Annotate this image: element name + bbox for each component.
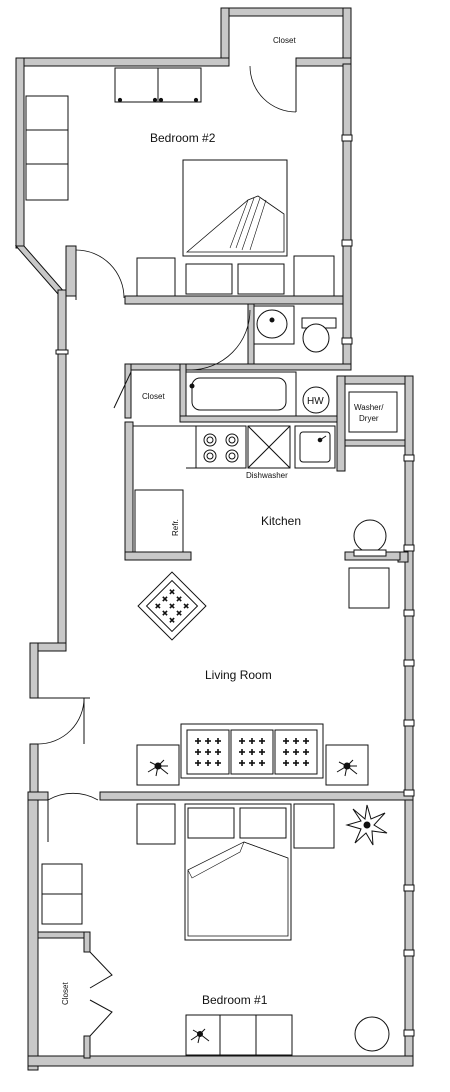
label-closet-hall: Closet <box>142 392 165 401</box>
wall-b2-door-jamb <box>65 245 77 297</box>
door-closet-b1-lower <box>89 999 113 1037</box>
kitchen-cabinet <box>348 567 390 609</box>
pillow-bedroom1-left <box>187 807 235 839</box>
room-label-kitchen: Kitchen <box>261 514 301 528</box>
washer-dryer <box>348 391 398 433</box>
plant-icon <box>336 759 358 777</box>
wall-bath-bottom <box>124 363 352 371</box>
wall-bath-left <box>247 303 255 365</box>
room-label-bedroom1: Bedroom #1 <box>202 993 268 1007</box>
doors <box>37 65 297 1037</box>
wall-west-lower <box>29 743 39 795</box>
furniture <box>25 67 398 1056</box>
water-heater <box>302 386 330 414</box>
wall-closet-b1-jamb1 <box>83 931 91 953</box>
door-bath <box>189 309 251 371</box>
wall-bedroom2-top <box>15 57 230 67</box>
dresser-bedroom1 <box>185 1014 293 1056</box>
nightstand-bedroom1-left <box>136 803 176 845</box>
label-dishwasher: Dishwasher <box>246 471 288 480</box>
toilet-bowl <box>302 323 330 353</box>
dresser-bedroom2-side <box>25 95 69 201</box>
label-water-heater: HW <box>307 396 324 407</box>
plant-icon <box>147 759 169 777</box>
plant-icons <box>147 759 388 1044</box>
wall-bedroom1-top-left <box>27 791 49 801</box>
wall-closet-b1-top <box>37 931 89 939</box>
nightstand-bedroom2-right <box>293 255 335 297</box>
wall-bedroom2-angle <box>14 245 68 295</box>
wall-wd-bottom <box>344 439 406 447</box>
room-label-bedroom2: Bedroom #2 <box>150 131 216 145</box>
wall-south <box>27 1055 414 1067</box>
bedroom1-chair <box>354 1016 390 1052</box>
pillow-bedroom1-right <box>239 807 287 839</box>
kitchen-stool <box>353 519 387 553</box>
large-plant-icon <box>345 804 388 846</box>
wall-bedroom2-left <box>15 57 25 249</box>
door-closet-b1-upper <box>89 951 113 989</box>
label-washer-dryer-2: Dryer <box>359 414 379 423</box>
wall-wd-left <box>336 375 346 472</box>
nightstand-bedroom2-left <box>136 257 176 297</box>
pillow-bedroom2-left <box>185 263 233 295</box>
wall-kitchen-top <box>179 415 338 423</box>
door-hall-closet <box>113 371 132 409</box>
wall-kitchen-bottom <box>124 551 192 561</box>
wall-closet-b1-jamb2 <box>83 1035 91 1059</box>
wall-closet-right <box>342 7 352 65</box>
wall-west-long <box>57 289 67 646</box>
windows <box>55 134 415 1037</box>
wall-tub-left <box>179 363 187 419</box>
wall-closet-top <box>220 7 352 17</box>
label-closet-top: Closet <box>273 36 296 45</box>
stove <box>195 425 247 469</box>
wall-closet-left <box>220 7 230 67</box>
wall-bedroom1-left <box>27 791 39 1071</box>
refrigerator <box>134 489 184 553</box>
wall-closet-front <box>295 57 352 67</box>
wall-jog-left <box>29 642 39 699</box>
wall-kitchen-left <box>124 421 134 561</box>
side-table-right <box>325 744 369 786</box>
walls <box>14 7 414 1071</box>
pillow-bedroom2-right <box>237 263 285 295</box>
label-washer-dryer-1: Washer/ <box>354 403 384 412</box>
wall-wd-top <box>342 375 414 385</box>
wall-bedroom1-top <box>99 791 414 801</box>
label-closet-bedroom1: Closet <box>61 982 70 1005</box>
label-refrigerator: Refr. <box>171 519 180 536</box>
nightstand-bedroom1-right <box>293 803 335 849</box>
wall-east-upper <box>342 63 352 365</box>
plant-icon <box>190 1028 210 1044</box>
wall-bedroom2-bottom <box>124 295 344 305</box>
room-label-living-room: Living Room <box>205 668 272 682</box>
wall-hallcloset-left <box>124 363 132 419</box>
